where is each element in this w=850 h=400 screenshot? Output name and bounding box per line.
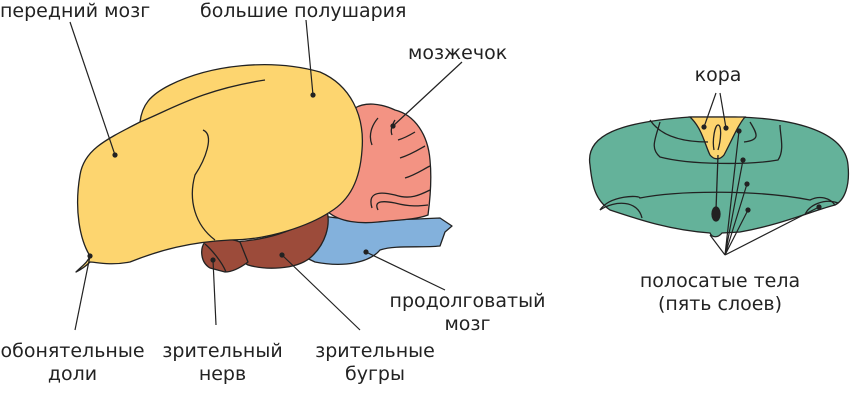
label-medulla-line2: мозг: [444, 313, 491, 335]
label-olfactory-line1: обонятельные: [0, 340, 145, 362]
label-optic-lobes: зрительные бугры: [310, 340, 440, 386]
label-forebrain: передний мозг: [0, 0, 151, 22]
label-striatum-line2: (пять слоев): [657, 293, 783, 315]
leader-lines: [69, 19, 822, 331]
optic-nerve-shape: [201, 238, 249, 273]
label-optic-lobes-line2: бугры: [344, 363, 405, 385]
central-canal: [711, 206, 721, 222]
label-hemispheres: большие полушария: [200, 0, 407, 22]
label-optic-nerve: зрительный нерв: [160, 340, 285, 386]
label-optic-nerve-line1: зрительный: [162, 340, 283, 362]
hemisphere-shape: [75, 64, 364, 273]
label-cerebellum: мозжечок: [408, 42, 508, 64]
label-striatum-line1: полосатые тела: [639, 270, 801, 292]
label-optic-lobes-line1: зрительные: [315, 340, 435, 362]
label-olfactory: обонятельные доли: [0, 340, 145, 386]
label-medulla-line1: продолговатый: [389, 290, 546, 312]
label-cortex: кора: [694, 64, 742, 86]
label-optic-nerve-line2: нерв: [198, 363, 247, 385]
label-striatum: полосатые тела (пять слоев): [635, 270, 805, 316]
label-olfactory-line2: доли: [47, 363, 98, 385]
cross-section: [588, 116, 850, 238]
label-medulla: продолговатый мозг: [380, 290, 555, 336]
